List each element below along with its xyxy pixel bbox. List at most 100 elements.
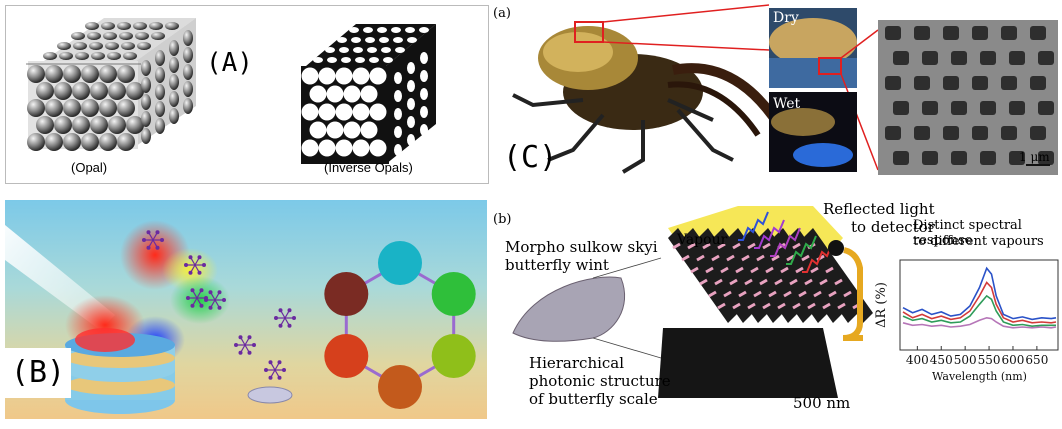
sem-pore	[1030, 76, 1046, 90]
sem-pore	[893, 151, 909, 165]
opal-sphere	[169, 57, 179, 73]
inverse-pore	[420, 52, 428, 64]
sem-pore	[1001, 126, 1017, 140]
ridge	[758, 228, 828, 323]
light-wave-arrow	[738, 211, 769, 241]
opal-sphere	[45, 99, 63, 117]
opal-sphere	[87, 32, 101, 40]
inverse-pore	[379, 37, 389, 43]
sem-pore	[922, 51, 938, 65]
sem-pore	[1030, 126, 1046, 140]
opal-sphere	[72, 82, 90, 100]
inverse-pore	[394, 144, 402, 156]
opal-sphere	[169, 40, 179, 56]
molecule	[264, 360, 286, 380]
inverse-pore	[349, 27, 359, 33]
inverse-pore	[309, 121, 327, 139]
inverse-pore	[377, 27, 387, 33]
inverse-pore	[301, 103, 319, 121]
inverse-opal-caption: (Inverse Opals)	[324, 160, 413, 175]
photonic-ridges	[658, 228, 873, 398]
opal-sphere	[81, 65, 99, 83]
sem-pore	[1038, 51, 1054, 65]
sub-label-b: (b)	[493, 212, 512, 227]
inverse-pore	[407, 37, 417, 43]
inverse-pore	[407, 80, 415, 92]
molecule	[274, 308, 296, 328]
scale-500-label: 500 nm	[793, 394, 851, 412]
inverse-pore	[352, 139, 370, 157]
hierarchical-label-2: photonic structure	[529, 372, 671, 390]
to-detector-label: to detector	[851, 218, 935, 236]
sub-label-a: (a)	[493, 6, 511, 21]
sem-pore	[943, 26, 959, 40]
opal-sphere	[90, 116, 108, 134]
sem-pore	[980, 151, 996, 165]
reflected-light-label: Reflected light	[823, 200, 935, 218]
sem-pore	[893, 51, 909, 65]
sem-image	[878, 20, 1058, 175]
spectral-label-2: to different vapours	[913, 234, 1044, 249]
inverse-pore	[325, 47, 335, 53]
ring-circle	[324, 272, 369, 316]
wet-label: Wet	[773, 96, 801, 112]
wet-inset	[769, 92, 857, 172]
opal-sphere	[81, 99, 99, 117]
inverse-pore	[407, 98, 415, 110]
molecule	[204, 290, 226, 310]
inverse-pore	[365, 37, 375, 43]
opal-sphere	[169, 74, 179, 90]
opal-sphere	[71, 32, 85, 40]
inverse-pore	[335, 139, 353, 157]
opal-sphere	[73, 42, 87, 50]
opal-sphere	[133, 22, 147, 30]
opal-sphere	[105, 42, 119, 50]
inverse-pore	[341, 57, 351, 63]
ridge	[698, 228, 768, 323]
opal-sphere	[169, 91, 179, 107]
opal-sphere	[59, 52, 73, 60]
sem-pore	[885, 76, 901, 90]
inverse-pore	[369, 57, 379, 63]
sem-pore	[1038, 101, 1054, 115]
panel-b: (B)	[5, 200, 487, 419]
opal-sphere	[57, 42, 71, 50]
spectrum-series	[902, 294, 1056, 328]
opal-sphere	[36, 82, 54, 100]
molecule	[186, 288, 208, 308]
light-waves	[738, 211, 833, 273]
light-wave-arrow	[770, 227, 801, 257]
opal-sphere	[54, 116, 72, 134]
spectral-label-1: Distinct spectral response	[913, 218, 1022, 248]
panel-b-label: (B)	[5, 348, 71, 398]
inverse-pore	[394, 108, 402, 120]
sem-pore	[893, 101, 909, 115]
inverse-pore	[394, 126, 402, 138]
scale-bar-label: 1 μm	[1019, 150, 1050, 164]
opal-sphere	[151, 32, 165, 40]
opal-sphere	[36, 116, 54, 134]
x-tick-label: 550	[978, 353, 1001, 367]
opal-sphere	[155, 118, 165, 134]
inverse-pore	[335, 103, 353, 121]
x-tick-label: 600	[1002, 353, 1025, 367]
inverse-pore	[355, 57, 365, 63]
opal-sphere	[117, 22, 131, 30]
beetle	[512, 4, 798, 174]
opal-sphere	[108, 116, 126, 134]
inverse-pore	[407, 134, 415, 146]
opal-sphere	[183, 81, 193, 97]
inverse-pore	[313, 57, 323, 63]
sem-pore	[914, 126, 930, 140]
inverse-pore	[363, 27, 373, 33]
ridge	[713, 228, 783, 323]
inverse-pore	[343, 121, 361, 139]
opal-sphere	[183, 47, 193, 63]
sem-pore	[980, 51, 996, 65]
opal-sphere	[81, 133, 99, 151]
detector-cable	[842, 247, 863, 341]
inverse-pore	[327, 57, 337, 63]
sem-pore	[951, 151, 967, 165]
opal-sphere	[103, 32, 117, 40]
